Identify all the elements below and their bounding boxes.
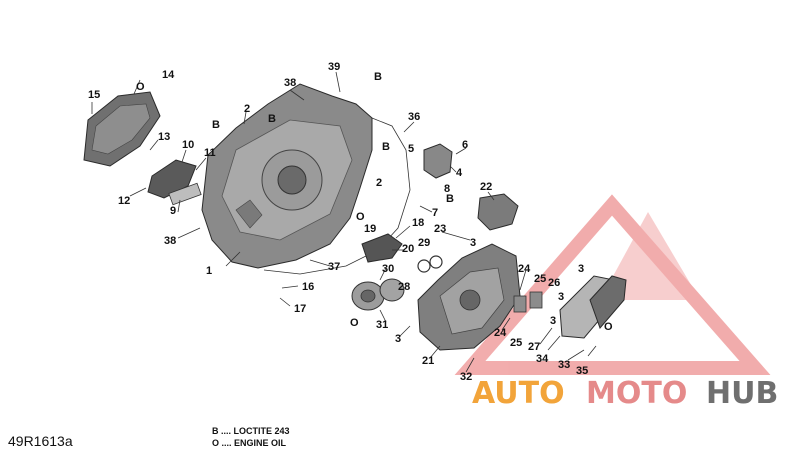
- callout-23: 23: [434, 223, 446, 235]
- callout-26: 26: [548, 277, 560, 289]
- sensor-18: [361, 233, 403, 263]
- oil-pump-10: [147, 159, 197, 199]
- callout-17: 17: [294, 303, 306, 315]
- callout-27: 27: [528, 341, 540, 353]
- callout-35: 35: [576, 365, 588, 377]
- callout-1: 1: [206, 265, 212, 277]
- callout-24: 24: [518, 263, 531, 275]
- callout-13: 13: [158, 131, 170, 143]
- callout-labels: 1 2 2 3 3 3 3 3 4 5 6 7 8 9 10 11 12 13 …: [88, 61, 588, 383]
- watermark-word-moto: MOTO: [586, 376, 687, 411]
- leader-lines: [91, 71, 597, 373]
- callout-3: 3: [558, 291, 564, 303]
- legend-loctite: B .... LOCTITE 243: [212, 426, 290, 436]
- callout-28: 28: [398, 281, 410, 293]
- seal-rings-29: [417, 255, 443, 273]
- diagram-reference-id: 49R1613a: [8, 433, 73, 449]
- callout-25: 25: [510, 337, 522, 349]
- watermark-triangle-outer: [454, 194, 771, 375]
- cover-gasket: [263, 117, 411, 275]
- crankcase-housing: [201, 83, 373, 269]
- legend-engine-oil: O .... ENGINE OIL: [212, 438, 287, 448]
- callout-12: 12: [118, 195, 130, 207]
- callout-11: 11: [204, 147, 216, 159]
- callout-10: 10: [182, 139, 194, 151]
- marker-oil: O: [350, 317, 359, 329]
- side-cover: [83, 91, 161, 167]
- solenoids-25: [513, 291, 543, 313]
- watermark-word-hub: HUB: [706, 376, 778, 411]
- callout-39: 39: [328, 61, 340, 73]
- material-markers: O B B B B B O O O: [136, 71, 613, 333]
- marker-loctite: B: [382, 141, 390, 153]
- callout-3: 3: [578, 263, 584, 275]
- bearing-30: [351, 278, 405, 311]
- callout-30: 30: [382, 263, 394, 275]
- callout-33: 33: [558, 359, 570, 371]
- marker-loctite: B: [268, 113, 276, 125]
- marker-oil: O: [136, 81, 145, 93]
- callout-8: 8: [444, 183, 450, 195]
- callout-6: 6: [462, 139, 468, 151]
- callout-38: 38: [164, 235, 176, 247]
- callout-24: 24: [494, 327, 507, 339]
- callout-2: 2: [244, 103, 250, 115]
- gearbox-housing: [417, 243, 521, 351]
- callout-5: 5: [408, 143, 414, 155]
- callout-31: 31: [376, 319, 388, 331]
- callout-19: 19: [364, 223, 376, 235]
- callout-34: 34: [536, 353, 549, 365]
- callout-18: 18: [412, 217, 424, 229]
- callout-2: 2: [376, 177, 382, 189]
- callout-37: 37: [328, 261, 340, 273]
- callout-32: 32: [460, 371, 472, 383]
- watermark-logo: [454, 194, 771, 375]
- callout-4: 4: [456, 167, 463, 179]
- marker-loctite: B: [374, 71, 382, 83]
- water-pump-4: [423, 143, 453, 179]
- marker-oil: O: [604, 321, 613, 333]
- watermark-triangle-inner: [600, 212, 700, 300]
- marker-oil: O: [356, 211, 365, 223]
- callout-22: 22: [480, 181, 492, 193]
- callout-7: 7: [432, 207, 438, 219]
- callout-15: 15: [88, 89, 100, 101]
- watermark-word-auto: AUTO: [472, 376, 565, 411]
- marker-loctite: B: [446, 193, 454, 205]
- callout-25: 25: [534, 273, 546, 285]
- marker-loctite: B: [212, 119, 220, 131]
- watermark-wordmark: AUTO MOTO HUB: [472, 376, 778, 411]
- callout-38: 38: [284, 77, 296, 89]
- callout-3: 3: [395, 333, 401, 345]
- bracket-22: [477, 193, 519, 231]
- callout-20: 20: [402, 243, 414, 255]
- side-plate-26: [559, 275, 627, 339]
- callout-29: 29: [418, 237, 430, 249]
- callout-9: 9: [170, 205, 176, 217]
- callout-3: 3: [550, 315, 556, 327]
- gasket-9: [168, 182, 202, 206]
- callout-14: 14: [162, 69, 175, 81]
- callout-36: 36: [408, 111, 420, 123]
- callout-21: 21: [422, 355, 434, 367]
- callout-16: 16: [302, 281, 314, 293]
- callout-3: 3: [470, 237, 476, 249]
